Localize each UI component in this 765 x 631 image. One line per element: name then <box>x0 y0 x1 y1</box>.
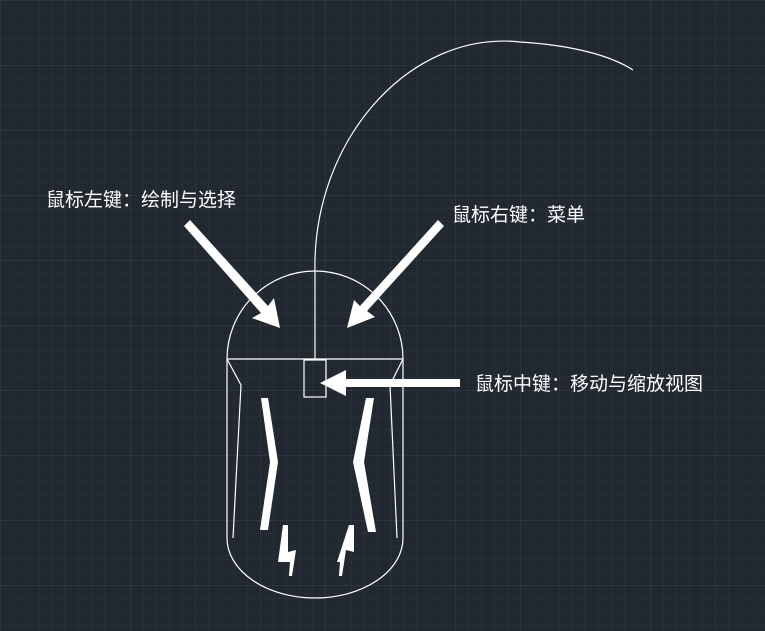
left-button-label: 鼠标左键：绘制与选择 <box>46 189 236 211</box>
body-decoration <box>260 398 376 576</box>
right-button-label: 鼠标右键：菜单 <box>452 204 585 226</box>
middle-button-label: 鼠标中键：移动与缩放视图 <box>475 373 703 395</box>
arrow-right-button <box>347 220 444 328</box>
arrow-middle-button <box>320 370 460 396</box>
mouse-body <box>226 270 404 599</box>
mouse-cable <box>314 40 634 273</box>
arrow-left-button <box>184 220 280 328</box>
scroll-wheel <box>303 359 327 398</box>
